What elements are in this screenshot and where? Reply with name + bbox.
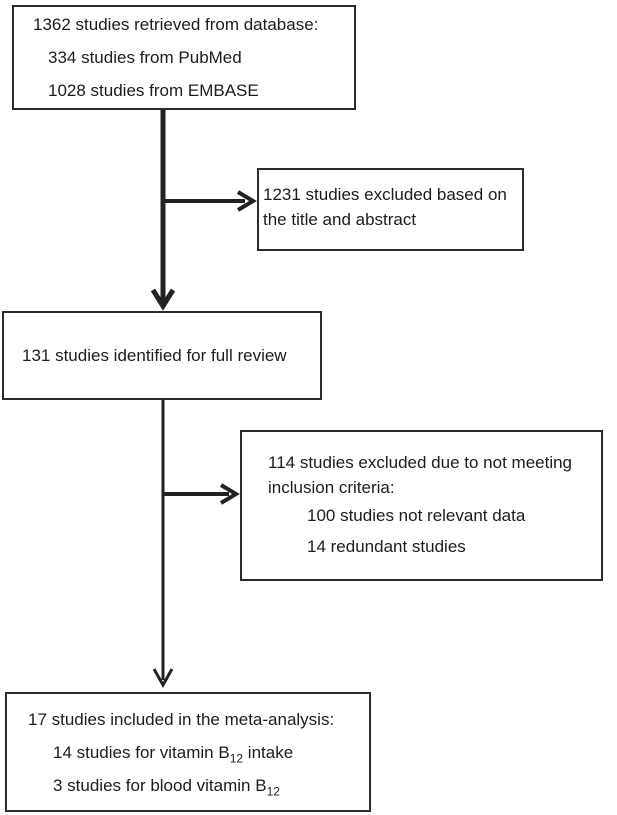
box-line: 1231 studies excluded based on xyxy=(263,184,507,204)
box-excluded-title-abstract: 1231 studies excluded based on the title… xyxy=(257,168,524,251)
down-arrowhead-icon xyxy=(152,668,174,689)
text-segment: 3 studies for blood vitamin B xyxy=(53,775,267,795)
box-line: inclusion criteria: xyxy=(268,477,395,497)
box-line: 1362 studies retrieved from database: xyxy=(33,15,319,34)
box-line: the title and abstract xyxy=(263,209,417,229)
box-line: 100 studies not relevant data xyxy=(307,505,526,525)
box-line: 14 redundant studies xyxy=(307,536,466,556)
box-line: 1028 studies from EMBASE xyxy=(48,81,259,100)
box-line: 334 studies from PubMed xyxy=(48,48,242,67)
box-line: 131 studies identified for full review xyxy=(22,346,287,365)
right-arrowhead-icon xyxy=(236,190,257,212)
right-arrowhead-icon xyxy=(219,483,240,505)
text-segment: 14 studies for vitamin B xyxy=(53,742,230,762)
box-excluded-criteria: 114 studies excluded due to not meeting … xyxy=(240,430,603,581)
box-line: 17 studies included in the meta-analysis… xyxy=(28,709,335,729)
subscript-12: 12 xyxy=(266,783,280,798)
down-arrowhead-icon xyxy=(150,288,176,311)
text-segment: intake xyxy=(243,742,294,762)
box-line: 114 studies excluded due to not meeting xyxy=(268,452,573,472)
box-line: 14 studies for vitamin B12 intake xyxy=(7,736,369,769)
box-included-meta-analysis: 17 studies included in the meta-analysis… xyxy=(5,692,371,812)
subscript-12: 12 xyxy=(229,750,244,765)
box-studies-retrieved: 1362 studies retrieved from database: 33… xyxy=(12,5,356,110)
box-line: 3 studies for blood vitamin B12 xyxy=(7,769,369,802)
box-full-review: 131 studies identified for full review xyxy=(2,311,322,400)
